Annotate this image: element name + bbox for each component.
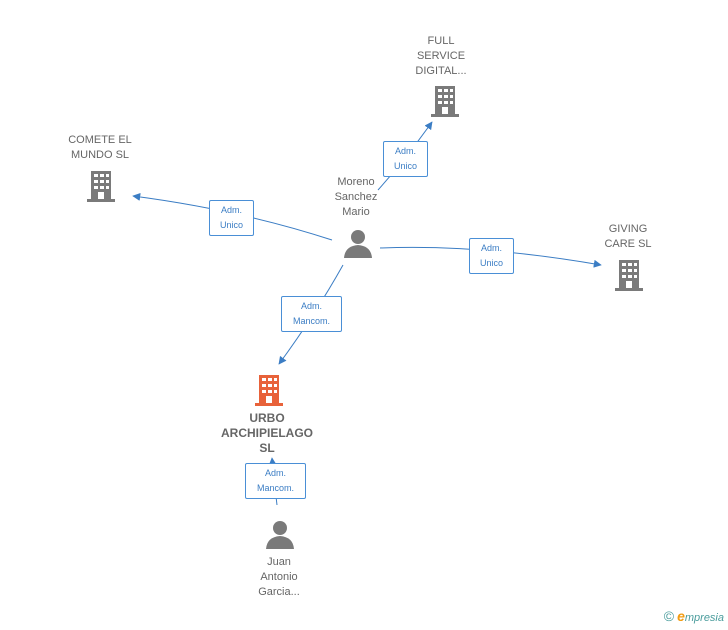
building-icon[interactable] bbox=[87, 171, 115, 202]
company-label-comete[interactable]: COMETE EL MUNDO SL bbox=[68, 134, 132, 161]
edge-label-adm-mancom: Adm. Mancom. bbox=[281, 296, 342, 332]
edge-label-adm-unico: Adm. Unico bbox=[383, 141, 428, 177]
brand-name: mpresia bbox=[684, 612, 724, 624]
person-label-moreno[interactable]: Moreno Sanchez Mario bbox=[334, 176, 378, 218]
copyright-icon: © bbox=[663, 608, 675, 624]
brand-initial: e bbox=[677, 608, 685, 624]
building-icon[interactable] bbox=[615, 260, 643, 291]
edge-label-adm-unico: Adm. Unico bbox=[469, 238, 514, 274]
building-icon-focus[interactable] bbox=[255, 375, 283, 406]
edge-label-adm-mancom: Adm. Mancom. bbox=[245, 463, 306, 499]
company-label-full-service[interactable]: FULL SERVICE DIGITAL... bbox=[415, 35, 467, 77]
building-icon[interactable] bbox=[431, 86, 459, 117]
brand-watermark: ©empresia bbox=[664, 608, 724, 624]
company-label-urbo[interactable]: URBO ARCHIPIELAGO SL bbox=[220, 411, 314, 455]
person-icon[interactable] bbox=[266, 521, 294, 549]
company-label-giving[interactable]: GIVING CARE SL bbox=[604, 223, 652, 250]
edge-label-adm-unico: Adm. Unico bbox=[209, 200, 254, 236]
person-icon[interactable] bbox=[344, 230, 372, 258]
person-label-juan[interactable]: Juan Antonio Garcia... bbox=[258, 556, 300, 598]
